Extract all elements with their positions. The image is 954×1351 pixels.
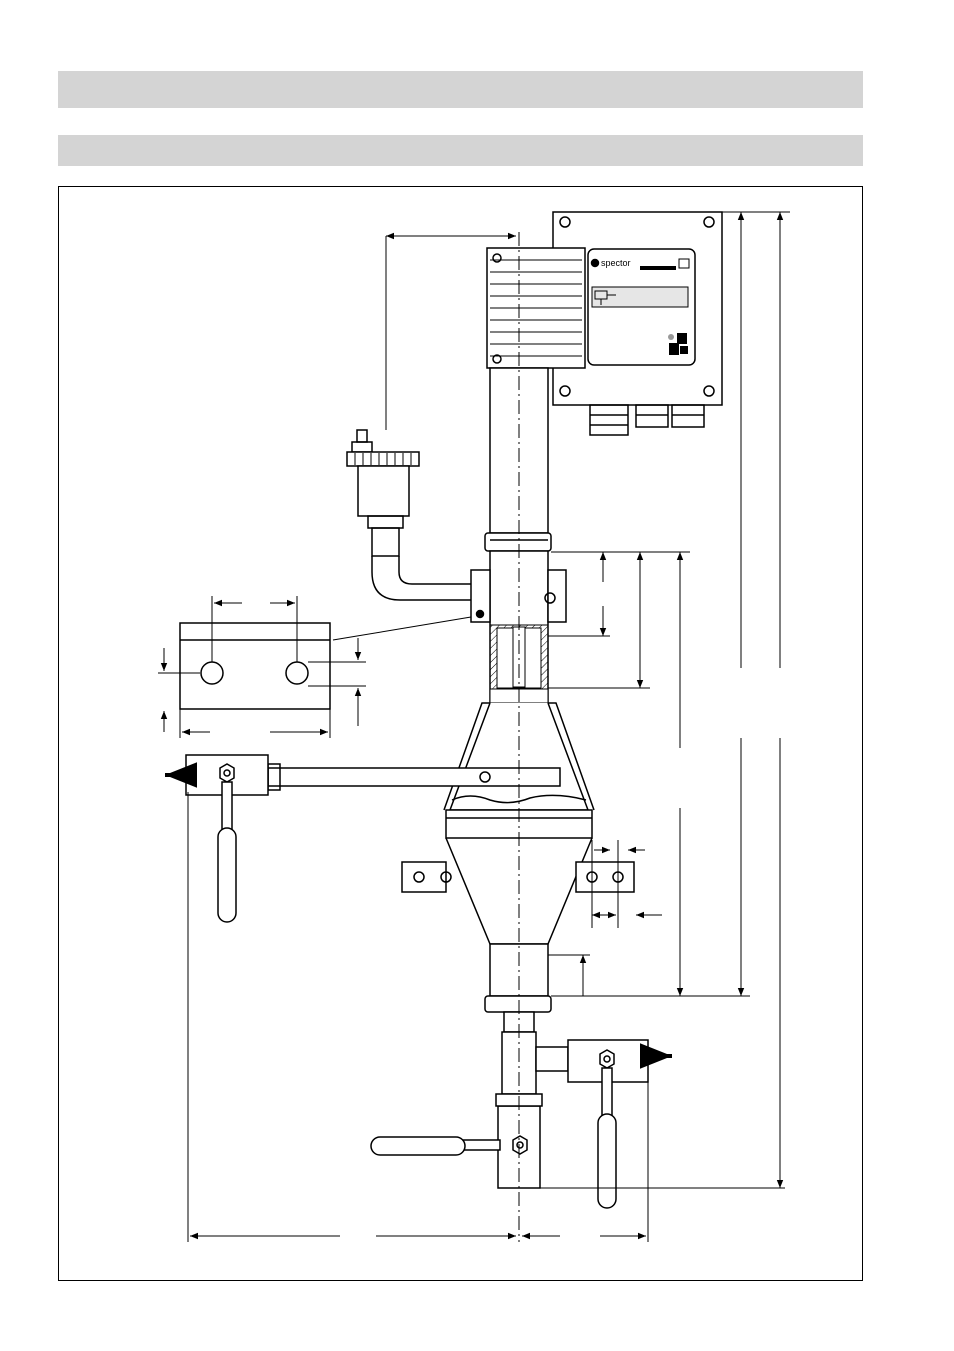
mounting-bracket <box>401 861 635 893</box>
air-vent-valve <box>346 429 471 601</box>
brand-label: spector <box>601 258 631 268</box>
valve-handle-icon <box>597 1113 617 1209</box>
valve-handle-icon <box>217 827 237 923</box>
subheader-bar <box>58 135 863 166</box>
lower-fittings <box>370 1011 649 1209</box>
brand-logo-icon <box>590 258 600 268</box>
screw-icon <box>492 216 715 397</box>
header-bar <box>58 71 863 108</box>
valve-handle-icon <box>370 1136 466 1156</box>
dimension-lines <box>158 211 790 1242</box>
cable-gland <box>589 404 705 436</box>
side-outlet-pipe <box>185 754 561 923</box>
drawing-frame <box>58 186 863 1281</box>
display-panel <box>591 286 689 308</box>
bracket-detail <box>179 622 331 710</box>
control-unit: spector <box>486 211 723 436</box>
